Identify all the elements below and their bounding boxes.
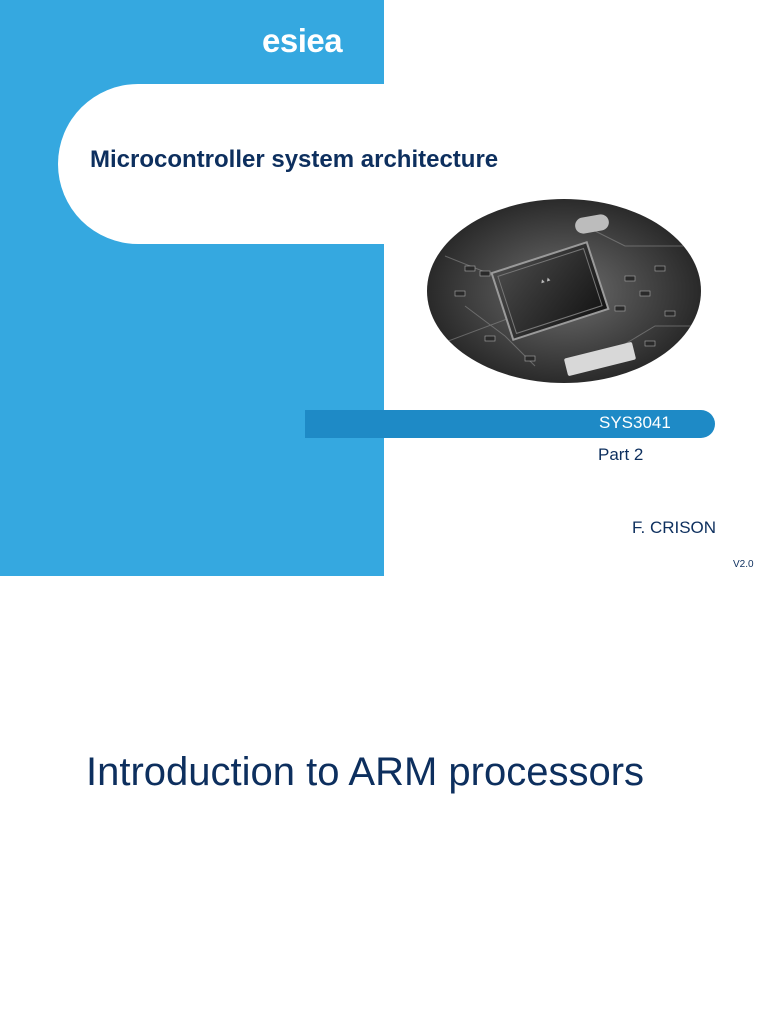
subject-heading: Introduction to ARM processors: [86, 750, 645, 794]
author-name: F. CRISON: [632, 518, 717, 537]
title-slide: esiea Microcontroller system architectur…: [0, 0, 754, 576]
course-code: SYS3041: [599, 413, 671, 432]
esiea-logo: esiea: [262, 22, 343, 59]
part-label: Part 2: [598, 445, 644, 464]
course-title: Microcontroller system architecture: [90, 146, 499, 173]
circuit-board-image: ▲▲: [427, 199, 701, 383]
svg-text:▲▲: ▲▲: [539, 276, 552, 285]
course-code-bar: [305, 410, 715, 438]
version-label: V2.0: [733, 559, 754, 570]
title-banner: [58, 84, 418, 244]
